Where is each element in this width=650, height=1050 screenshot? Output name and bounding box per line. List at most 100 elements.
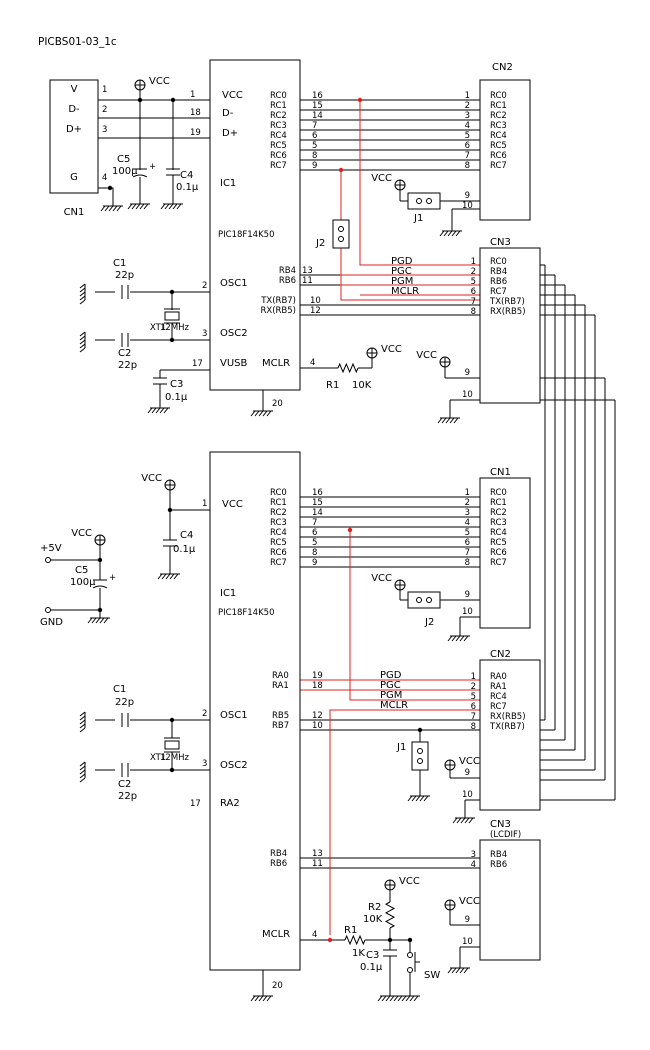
vcc-label: VCC xyxy=(416,350,437,361)
label: 9 xyxy=(312,161,317,171)
junction-dot xyxy=(387,937,393,943)
label: RC0 xyxy=(490,257,507,267)
label: RC1 xyxy=(490,101,507,111)
label: 13 xyxy=(302,266,313,276)
wire xyxy=(463,967,469,974)
label: C3 xyxy=(366,950,379,961)
label: RC6 xyxy=(270,151,287,161)
label: 11 xyxy=(312,859,323,869)
label: 6 xyxy=(471,287,476,297)
label: 22p xyxy=(115,270,134,281)
label: 5 xyxy=(465,131,470,141)
label: RC6 xyxy=(490,548,507,558)
wire xyxy=(127,203,133,210)
cn1-pin-label: D+ xyxy=(66,124,82,135)
label: 6 xyxy=(465,141,470,151)
wire xyxy=(455,230,461,237)
label: RC7 xyxy=(490,702,507,712)
label: RC4 xyxy=(490,692,507,702)
label: 10 xyxy=(312,721,323,731)
label: RC0 xyxy=(490,488,507,498)
wire xyxy=(165,573,171,580)
label: 12MHz xyxy=(160,753,190,763)
wire xyxy=(389,995,395,1002)
jumper-pin xyxy=(417,748,423,754)
label: 3 xyxy=(465,111,470,121)
wire xyxy=(266,410,272,417)
label: 14 xyxy=(312,111,323,121)
wire xyxy=(407,795,413,802)
label: OSC1 xyxy=(220,710,248,721)
label: RC6 xyxy=(270,548,287,558)
label: RC5 xyxy=(270,141,287,151)
label: RB4 xyxy=(279,266,296,276)
label: 3 xyxy=(471,850,476,860)
label: RC5 xyxy=(270,538,287,548)
vcc-label: VCC xyxy=(399,876,420,887)
wire xyxy=(131,203,137,210)
wire xyxy=(139,203,145,210)
label: RC3 xyxy=(490,121,507,131)
label: 9 xyxy=(465,368,470,378)
junction-dot xyxy=(107,185,113,191)
junction-dot xyxy=(169,717,175,723)
label: 5 xyxy=(471,277,476,287)
label: RB5 xyxy=(272,711,289,721)
label: 7 xyxy=(465,548,470,558)
crystal xyxy=(164,740,180,750)
label: RB7 xyxy=(272,721,289,731)
label: 5 xyxy=(465,528,470,538)
label: J1 xyxy=(413,213,423,224)
junction-dot xyxy=(169,337,175,343)
label: 8 xyxy=(312,151,317,161)
cn3-connector xyxy=(479,247,541,404)
wire xyxy=(266,995,272,1002)
label: 10K xyxy=(363,914,383,925)
label: TX(RB7) xyxy=(489,297,525,307)
label: RC5 xyxy=(490,141,507,151)
label: XT1 xyxy=(150,753,166,763)
label: J2 xyxy=(315,238,325,249)
cn1-connector-2 xyxy=(479,477,531,629)
wire xyxy=(79,715,86,721)
wire xyxy=(463,635,469,642)
label: 4 xyxy=(465,121,470,131)
label: RC6 xyxy=(490,151,507,161)
label: 10 xyxy=(462,390,473,400)
ecap xyxy=(132,174,148,178)
label: C4 xyxy=(180,530,193,541)
label: 8 xyxy=(471,307,476,317)
junction-dot xyxy=(169,289,175,295)
label: 2 xyxy=(471,682,476,692)
label: 7 xyxy=(471,297,476,307)
label: 22p xyxy=(118,791,137,802)
label: MCLR xyxy=(262,929,290,940)
label: OSC1 xyxy=(220,278,248,289)
label: RC0 xyxy=(270,488,287,498)
wire xyxy=(79,773,86,779)
label: RC5 xyxy=(490,538,507,548)
cn3-name-2: CN3 xyxy=(490,819,511,830)
label: 7 xyxy=(465,151,470,161)
resistor xyxy=(344,934,366,946)
wire xyxy=(250,995,256,1002)
label: 6 xyxy=(465,538,470,548)
junction-dot xyxy=(407,937,413,943)
pin-number: 2 xyxy=(102,105,107,115)
label: TX(RB7) xyxy=(260,296,296,306)
label: 2 xyxy=(202,709,207,719)
cn1-name-2: CN1 xyxy=(490,467,511,478)
wire xyxy=(411,795,417,802)
label: 8 xyxy=(465,558,470,568)
label: RA1 xyxy=(272,681,289,691)
wire xyxy=(468,817,474,824)
wire xyxy=(456,817,462,824)
wire xyxy=(79,343,86,349)
label: 17 xyxy=(192,359,203,369)
junction-dot xyxy=(97,607,103,613)
prog-signal-label-2: MCLR xyxy=(380,700,408,711)
wire xyxy=(262,410,268,417)
cn3-name: CN3 xyxy=(490,237,511,248)
label: 5 xyxy=(312,141,317,151)
page-title: PICBS01-03_1c xyxy=(38,36,117,48)
